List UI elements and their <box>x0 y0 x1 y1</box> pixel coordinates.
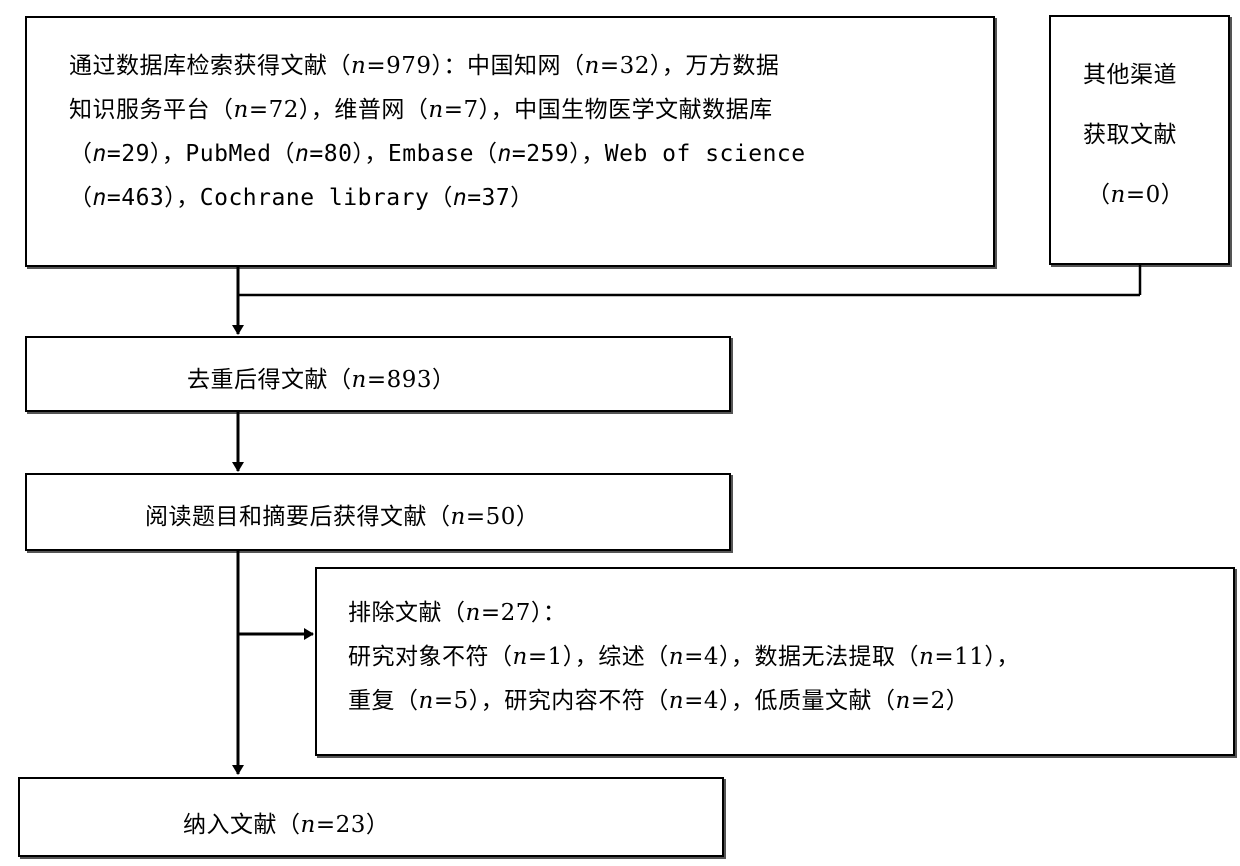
excluded-line-1: 排除文献（n=27）： <box>348 600 567 626</box>
excluded-line-2: 研究对象不符（n=1），综述（n=4），数据无法提取（n=11）， <box>348 644 1020 670</box>
database-search-box: 通过数据库检索获得文献（n=979）：中国知网（n=32），万方数据 知识服务平… <box>25 16 995 267</box>
excluded-line-3: 重复（n=5），研究内容不符（n=4），低质量文献（n=2） <box>348 688 970 714</box>
excluded-box: 排除文献（n=27）： 研究对象不符（n=1），综述（n=4），数据无法提取（n… <box>315 567 1235 756</box>
deduplicated-label: 去重后得文献（n=893） <box>187 367 456 393</box>
other-sources-line-2: 获取文献 <box>1083 122 1177 148</box>
deduplicated-box: 去重后得文献（n=893） <box>25 336 731 412</box>
included-box: 纳入文献（n=23） <box>18 777 724 857</box>
title-abstract-screen-box: 阅读题目和摘要后获得文献（n=50） <box>25 473 731 551</box>
database-search-line-3: （n=29），PubMed（n=80），Embase（n=259），Web of… <box>69 141 806 167</box>
other-sources-line-3: （n=0） <box>1087 182 1185 208</box>
database-search-line-4: （n=463），Cochrane library（n=37） <box>69 185 534 211</box>
database-search-line-1: 通过数据库检索获得文献（n=979）：中国知网（n=32），万方数据 <box>69 53 780 79</box>
title-abstract-screen-label: 阅读题目和摘要后获得文献（n=50） <box>145 504 540 530</box>
other-sources-box: 其他渠道 获取文献 （n=0） <box>1049 15 1230 265</box>
database-search-line-2: 知识服务平台（n=72），维普网（n=7），中国生物医学文献数据库 <box>69 97 773 123</box>
other-sources-line-1: 其他渠道 <box>1083 62 1177 88</box>
included-label: 纳入文献（n=23） <box>183 812 390 838</box>
